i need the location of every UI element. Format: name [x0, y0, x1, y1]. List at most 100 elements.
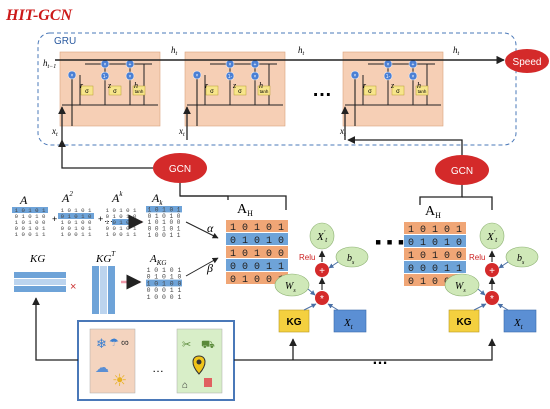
relu-label: Relu — [469, 253, 485, 262]
mult-op-symbol: × — [354, 73, 357, 79]
mult-symbol: * — [320, 294, 324, 305]
mult-symbol: * — [490, 294, 494, 305]
snowflake-icon: ❄ — [96, 336, 107, 351]
matrix-row-highlight — [146, 206, 182, 213]
matrix-row: 1 0 0 1 1 — [15, 231, 46, 238]
matrix-row: 0 0 1 0 1 — [148, 226, 181, 233]
hospital-icon — [204, 378, 212, 387]
one-minus-op — [225, 71, 235, 81]
tanh-gate-label: tanh — [418, 89, 427, 94]
bottom-to-right-kg-line — [234, 338, 496, 361]
kg-box-label: KG — [457, 317, 472, 328]
ah-row-values: 1 0 1 0 1 — [230, 223, 284, 234]
weather-panel: ❄ ☂ ∞ ☁ ☀ — [89, 328, 136, 394]
ah-row-bg — [226, 220, 288, 232]
kg-box — [278, 309, 310, 333]
x-t-label-3: xt — [339, 126, 346, 138]
one-minus-op — [100, 71, 110, 81]
h-t-label-2: ht — [298, 45, 305, 57]
plus-sign-2: + — [98, 214, 103, 224]
ah-row-values: 1 0 1 0 1 — [408, 225, 462, 236]
speed-output — [505, 49, 549, 73]
reset-gate-label: σ — [368, 89, 372, 95]
matrix-row: 0 1 0 1 0 — [61, 213, 92, 220]
gcn-right-label: GCN — [451, 166, 473, 177]
ah-right-label: AH — [425, 204, 441, 220]
ah-row-bg — [226, 233, 288, 245]
reset-gate — [363, 85, 377, 96]
matrix-row: 1 0 1 0 0 — [61, 219, 92, 226]
add-op-symbol: + — [129, 62, 132, 68]
matrix-row-highlight — [58, 213, 94, 219]
update-gate — [391, 85, 405, 96]
mult-op-symbol: × — [104, 62, 107, 68]
kg-label: KG — [29, 253, 45, 265]
gcn-right — [435, 155, 489, 185]
matrix-row: 0 1 0 1 0 — [15, 213, 46, 220]
bias-node — [505, 246, 539, 268]
weight-label: Ws — [285, 281, 296, 294]
mult-op — [125, 71, 135, 81]
reset-gate-label: σ — [210, 89, 214, 95]
weight-arrow — [477, 288, 486, 296]
mult-op — [408, 71, 418, 81]
mult-op-symbol: × — [254, 74, 257, 80]
middle-ellipsis: ▪ ▪ ▪ — [375, 232, 404, 252]
ah-row-values: 0 0 0 1 1 — [408, 264, 462, 275]
infinity-icon: ∞ — [121, 337, 129, 349]
reset-gate — [205, 85, 219, 96]
xt-prime-node — [309, 222, 335, 250]
xt-box-label: Xt — [343, 317, 354, 331]
matrix-row-highlight — [146, 279, 182, 287]
matrix-a-label: A — [19, 193, 28, 207]
kg-box-label: KG — [287, 317, 302, 328]
dots-between: … — [104, 214, 113, 224]
reset-gate — [80, 85, 94, 96]
ah-row-bg — [404, 261, 466, 273]
add-symbol: + — [319, 266, 325, 277]
alpha-label: α — [207, 221, 214, 235]
bias-label: bs — [517, 253, 525, 266]
xt-prime-label: X't — [316, 229, 328, 244]
gcn-right-link-right — [462, 196, 493, 210]
mult-op-symbol: × — [129, 74, 132, 80]
z-label: z — [232, 81, 237, 90]
matrix-row: 1 0 1 0 1 — [61, 207, 92, 214]
xt-box — [333, 309, 367, 333]
matrix-row-highlight — [12, 207, 48, 213]
matrix-row: 0 0 1 0 1 — [15, 225, 46, 232]
small-matrices: 1 0 1 0 10 1 0 1 01 0 1 0 00 0 1 0 11 0 … — [12, 206, 182, 301]
ah-row-bg — [404, 222, 466, 234]
matrix-row: 1 0 1 0 0 — [147, 280, 182, 287]
tanh-gate — [132, 85, 146, 96]
gru-ellipsis: … — [312, 79, 332, 101]
tanh-gate-label: tanh — [135, 89, 144, 94]
add-op-symbol: + — [412, 62, 415, 68]
poi-panel: ✂ ⛟ ⌂ — [176, 328, 223, 394]
update-gate — [108, 85, 122, 96]
mult-node — [315, 291, 329, 305]
gru-label: GRU — [54, 36, 76, 47]
z-label: z — [390, 81, 395, 90]
one-minus-op — [383, 71, 393, 81]
weight-label: Ws — [455, 281, 466, 294]
matrix-row: 1 0 1 0 1 — [148, 206, 181, 213]
ah-row-values: 0 1 0 1 0 — [230, 236, 284, 247]
one-minus-op-symbol: 1- — [103, 74, 108, 80]
gru-container — [37, 32, 517, 146]
ah-row-bg — [404, 235, 466, 247]
r-label: r — [205, 81, 209, 90]
add-symbol: + — [489, 266, 495, 277]
bias-arrow — [328, 261, 339, 269]
ah-row-values: 0 1 0 0 1 — [408, 277, 462, 288]
kgt-label: KGT — [95, 250, 116, 265]
bottom-ellipsis: … — [372, 351, 388, 368]
matrix-row: 1 0 1 0 1 — [106, 207, 137, 214]
update-gate — [233, 85, 247, 96]
school-icon: ⌂ — [182, 380, 188, 391]
matrix-row: 1 0 1 0 1 — [147, 267, 182, 274]
